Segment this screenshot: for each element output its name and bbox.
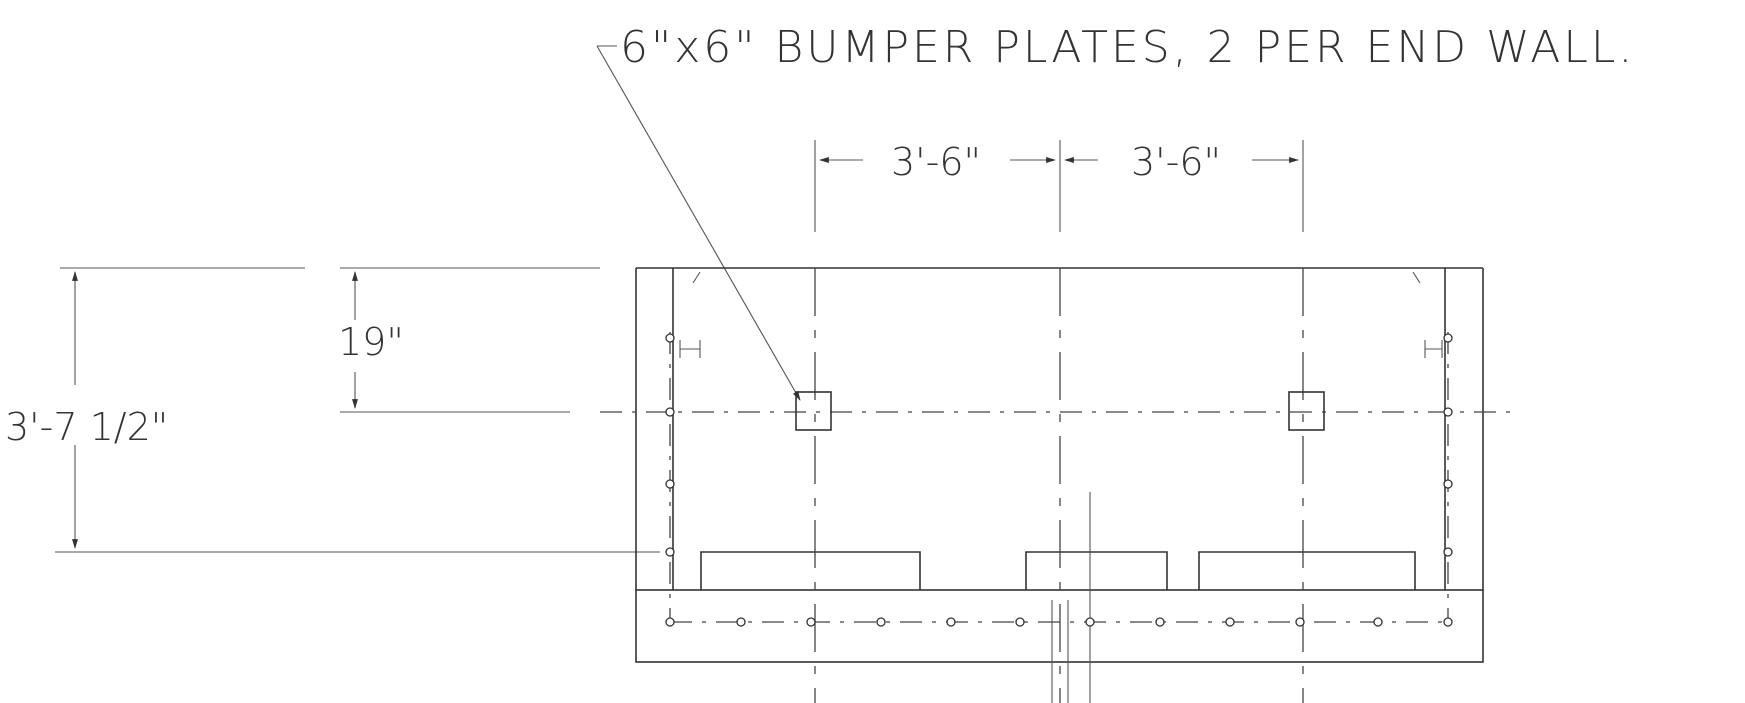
center-lines: [600, 268, 1515, 703]
height-dimension: [55, 267, 660, 553]
dim-spacing-left: 3'-6": [891, 140, 981, 184]
bumper-plate-left: [795, 391, 832, 431]
dim-height-partial: 19": [338, 320, 404, 364]
dim-height-total: 3'-7 1/2": [5, 405, 168, 449]
bolt-holes: [665, 333, 1453, 627]
bumper-plate-note: 6"x6" BUMPER PLATES, 2 PER END WALL.: [620, 22, 1635, 73]
bumper-plate-right: [1288, 391, 1325, 431]
note-leader: [596, 45, 801, 401]
spacing-dimension: [814, 140, 1304, 232]
dim-spacing-right: 3'-6": [1131, 140, 1221, 184]
